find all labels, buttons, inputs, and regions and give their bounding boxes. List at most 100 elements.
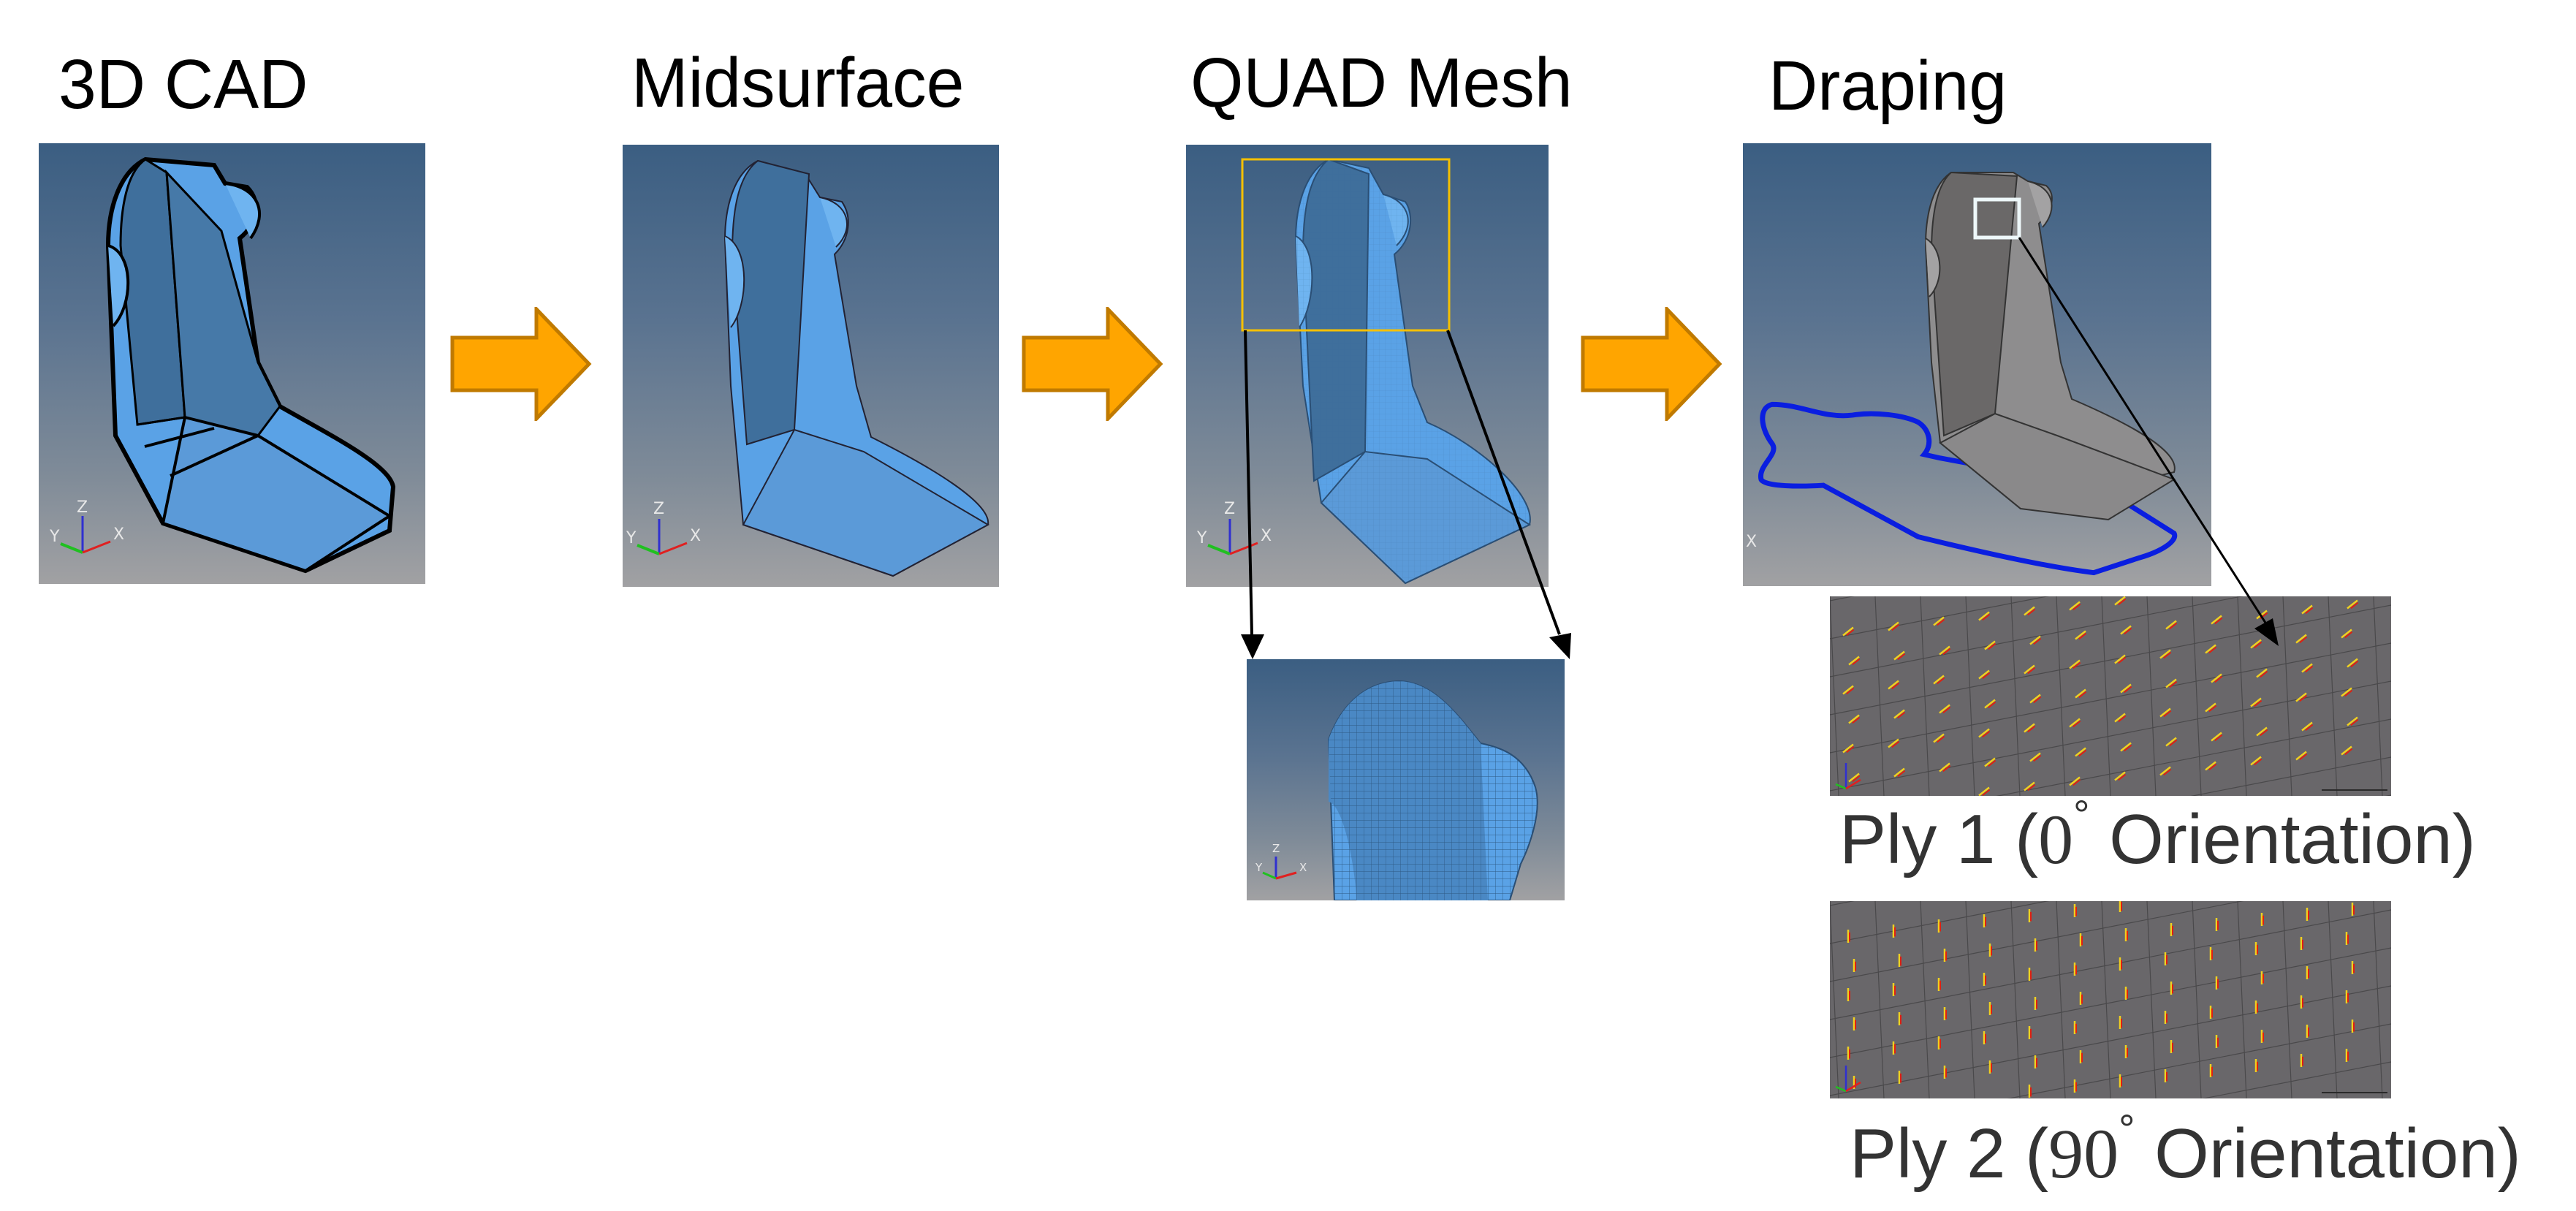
fiber-direction-vector [1847,1047,1850,1060]
mesh-grid-line [2282,596,2292,796]
mesh-grid-line [1830,604,2391,715]
step-title-3d-cad: 3D CAD [58,45,308,124]
fiber-direction-vector [2120,625,2132,635]
mesh-grid-line [1830,596,2244,677]
fiber-direction-vector [1978,611,1991,621]
fiber-direction-vector [2256,610,2268,620]
mesh-grid-line [1874,901,1885,1098]
fiber-direction-vector [2341,745,2353,756]
fiber-direction-vector [2306,1025,2309,1038]
fiber-direction-vector [1893,767,1906,778]
fiber-direction-vector [2164,1069,2167,1082]
fiber-direction-vector [1978,669,1991,680]
mesh-grid-line [2201,1061,2391,1098]
draping-view: X [1743,143,2211,586]
fiber-direction-vector [2119,901,2122,912]
fiber-direction-vector [1853,1017,1856,1030]
fiber-direction-vector [2351,961,2355,974]
fiber-direction-vector [2028,968,2032,981]
fiber-direction-vector [1983,914,1986,927]
fiber-direction-vector [1943,949,1947,962]
mesh-grid-line [2190,756,2391,796]
fiber-direction-vector [1888,680,1900,690]
mesh-grid-line [1965,901,1975,1098]
fiber-direction-vector [1978,786,1991,796]
fiber-direction-vector [1892,925,1896,938]
fiber-direction-vector [2159,649,2172,659]
fiber-direction-vector [1848,772,1861,783]
fiber-direction-vector [2073,963,2077,976]
fiber-direction-vector [2209,1064,2213,1077]
fiber-direction-vector [2351,903,2355,916]
fiber-direction-vector [2119,1016,2122,1029]
fiber-direction-vector [2250,697,2262,707]
fiber-direction-vector [1983,1031,1986,1044]
fiber-direction-vector [2028,1085,2032,1098]
fiber-direction-vector [2300,937,2303,950]
fiber-direction-vector [2073,1079,2077,1093]
mesh-grid-line [2056,901,2066,1098]
fiber-direction-vector [2069,718,2081,728]
triad-x-label: X [1746,533,1757,551]
step-title-draping: Draping [1768,47,2007,125]
ply-1-orientation-view [1830,596,2391,796]
mesh-grid-line [2373,596,2383,796]
fiber-direction-vector [2205,702,2217,713]
triad-y-label: Y [626,529,637,547]
triad-y-label: Y [1255,861,1263,874]
fiber-direction-vector [2295,751,2308,761]
fiber-direction-vector [2079,992,2083,1005]
fiber-direction-vector [2124,928,2128,941]
fiber-direction-vector [2079,1050,2083,1063]
seat-shape [723,159,990,577]
fiber-direction-vector [2306,908,2309,921]
fiber-direction-vector [1983,973,1986,986]
fiber-direction-vector [2165,737,2178,747]
fiber-direction-vector [2211,615,2223,625]
fiber-direction-vector [1848,714,1861,724]
fiber-direction-vector [1888,621,1900,631]
fiber-direction-vector [2029,752,2042,762]
fiber-direction-vector [1937,919,1941,933]
triad-icon [1835,1066,1861,1093]
fiber-direction-vector [2069,776,2081,786]
fiber-direction-vector [2205,761,2217,771]
fiber-direction-vector [1988,944,1992,957]
mesh-grid-line [2328,596,2338,796]
mesh-grid-line [1830,947,2391,1058]
fiber-direction-vector [2119,957,2122,971]
fiber-direction-vector [2295,692,2308,702]
fiber-direction-vector [2256,726,2268,737]
fiber-direction-vector [2295,634,2308,644]
mesh-grid-line [2101,596,2111,796]
triad-x-label: X [113,525,124,544]
mesh-zoom-highlight-box [1241,158,1451,332]
fiber-direction-vector [2300,1054,2303,1067]
fiber-direction-vector [2347,599,2359,610]
triad-z-label: Z [653,500,664,518]
fiber-direction-vector [2024,781,2036,791]
flow-arrow-3 [1581,307,1722,421]
ply-2-label-suffix: Orientation) [2135,1115,2521,1193]
fiber-direction-vector [1893,650,1906,661]
mesh-grid-line [2007,1023,2391,1098]
fiber-direction-vector [2114,596,2127,606]
fiber-direction-vector [2124,1045,2128,1058]
seat-shape [105,156,396,574]
fiber-direction-vector [2260,971,2264,984]
step-title-quad-mesh: QUAD Mesh [1190,44,1573,122]
fiber-direction-vector [2215,1035,2219,1048]
fiber-direction-vector [2300,995,2303,1009]
fiber-direction-vector [1939,762,1951,772]
mesh-grid-line [1830,596,2050,639]
mesh-grid-line [2237,901,2247,1098]
fiber-direction-vector [2165,678,2178,688]
fiber-direction-vector [2164,952,2167,965]
fiber-direction-vector [2028,909,2032,922]
fiber-direction-vector [2260,913,2264,926]
mesh-grid-line [2010,596,2021,796]
fiber-direction-vector [1848,656,1861,666]
mesh-grid-line [1830,909,2391,1020]
mesh-grid-line [1874,596,1885,796]
fiber-direction-vector [2306,966,2309,979]
